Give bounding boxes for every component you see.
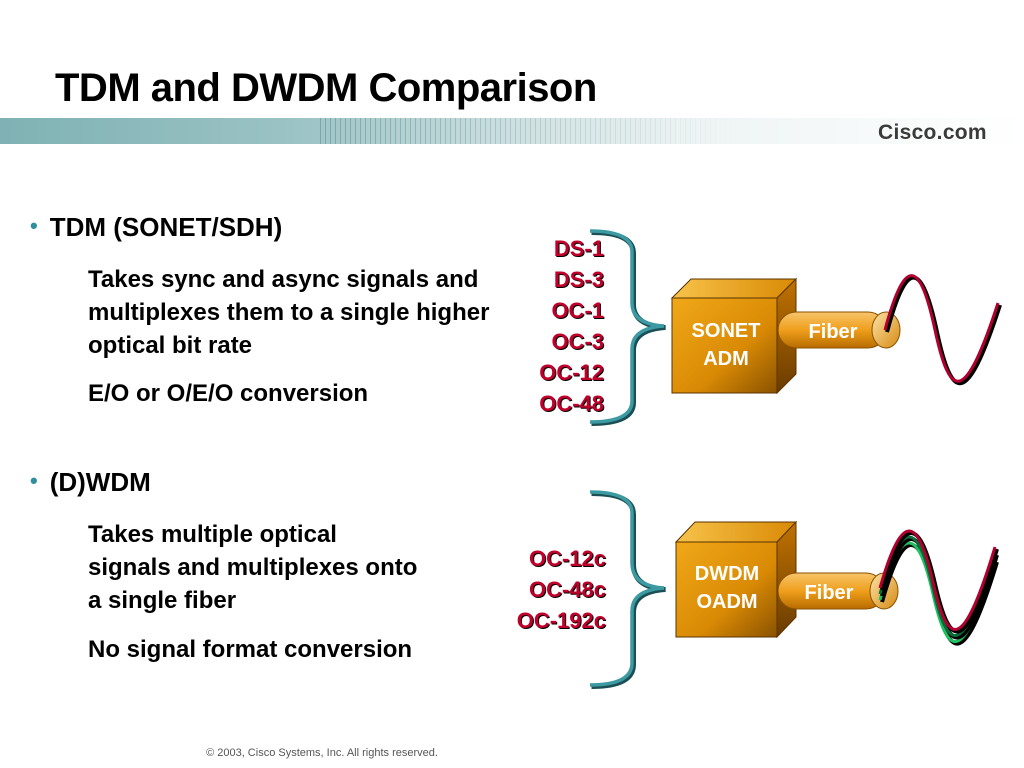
header-band-stripes (320, 118, 740, 144)
sonet-box-line1: SONET (692, 320, 761, 342)
sonet-adm-box: SONET ADM (670, 277, 798, 395)
dwdm-fiber-label: Fiber (805, 582, 854, 604)
tdm-signal-label: OC-3 (552, 330, 605, 355)
tdm-fiber: Fiber (777, 311, 901, 349)
bullet-heading-tdm: TDM (SONET/SDH) (49, 212, 283, 242)
tdm-signal-labels: DS-1 DS-1 DS-3 DS-3 OC-1 OC-1 OC-3 OC-3 … (539, 236, 605, 417)
dwdm-signal-label: OC-192c (518, 609, 607, 634)
slide-title: TDM and DWDM Comparison (55, 66, 597, 110)
dwdm-wave-red (878, 529, 997, 631)
dwdm-oadm-box: DWDM OADM (674, 520, 798, 639)
tdm-brace-highlight (589, 229, 665, 424)
dwdm-signal-label: OC-12c (529, 546, 606, 571)
dwdm-brace-highlight (589, 490, 665, 687)
tdm-signal-label: OC-3 (551, 329, 604, 354)
tdm-signal-label: OC-48 (540, 392, 605, 417)
dwdm-signal-label: OC-192c (517, 608, 606, 633)
tdm-signal-label: DS-3 (555, 268, 605, 293)
copyright-footer: © 2003, Cisco Systems, Inc. All rights r… (206, 747, 438, 759)
tdm-signal-label: OC-1 (551, 298, 604, 323)
dwdm-box-line2: OADM (696, 591, 757, 613)
tdm-fiber-label: Fiber (809, 321, 858, 343)
sonet-box-line2: ADM (703, 348, 749, 370)
tdm-signal-label: OC-12 (540, 361, 605, 386)
tdm-signal-label: DS-1 (554, 236, 604, 261)
dwdm-signal-label: OC-48c (530, 578, 607, 603)
bullet-dot-icon: • (30, 468, 38, 493)
dwdm-signal-labels: OC-12c OC-12c OC-48c OC-48c OC-192c OC-1… (517, 546, 607, 634)
cisco-logo: Cisco.com (878, 121, 987, 144)
tdm-wave (883, 274, 1002, 385)
bullet-dwdm: • (D)WDM (30, 467, 151, 498)
tdm-point-1: Takes sync and async signals and multipl… (88, 266, 490, 359)
tdm-signal-label: DS-3 (554, 267, 604, 292)
bullet-tdm: • TDM (SONET/SDH) (30, 212, 282, 243)
dwdm-box-line1: DWDM (695, 563, 759, 585)
dwdm-diagram: OC-12c OC-12c OC-48c OC-48c OC-192c OC-1… (517, 490, 999, 689)
dwdm-point-1: Takes multiple optical signals and multi… (88, 521, 418, 614)
bullet-dot-icon: • (30, 213, 38, 238)
tdm-point-2: E/O or O/E/O conversion (88, 380, 369, 407)
tdm-diagram: DS-1 DS-1 DS-3 DS-3 OC-1 OC-1 OC-3 OC-3 … (539, 229, 1002, 426)
tdm-signal-label: OC-12 (539, 360, 604, 385)
dwdm-signal-label: OC-48c (529, 577, 606, 602)
bullet-heading-dwdm: (D)WDM (49, 467, 151, 497)
tdm-signal-label: DS-1 (555, 237, 605, 262)
dwdm-waves (878, 529, 999, 646)
dwdm-point-2: No signal format conversion (88, 636, 413, 663)
tdm-signal-label: OC-48 (539, 391, 604, 416)
tdm-signal-label: OC-1 (552, 299, 605, 324)
dwdm-signal-label: OC-12c (530, 547, 607, 572)
